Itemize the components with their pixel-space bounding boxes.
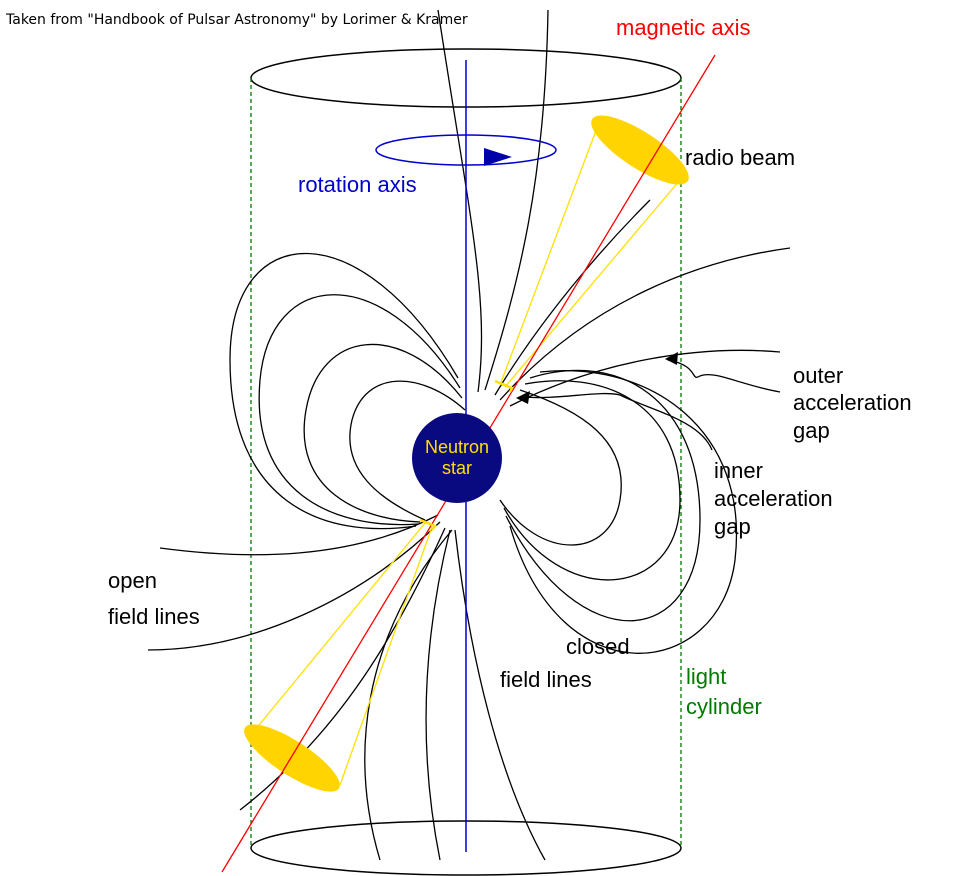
gap-pointers [516,352,781,451]
radio-beam-label: radio beam [685,145,795,170]
neutron-star: Neutron star [412,413,502,503]
rotation-axis-label: rotation axis [298,172,417,197]
star-label-line1: Neutron [425,437,489,457]
inner-gap-label-line3: gap [714,514,751,539]
inner-gap-label-line2: acceleration [714,486,833,511]
open-field-lines [147,9,791,861]
open-field-lines-label-line2: field lines [108,604,200,629]
inner-gap-arrow-icon [516,391,530,404]
magnetic-axis-label: magnetic axis [616,15,751,40]
polar-gaps [419,379,514,531]
light-cylinder-label-line2: cylinder [686,694,762,719]
closed-field-lines [229,252,738,654]
outer-gap-label-line1: outer [793,363,843,388]
source-credit: Taken from "Handbook of Pulsar Astronomy… [5,12,468,28]
inner-gap-label-line1: inner [714,458,763,483]
light-cylinder-label-line1: light [686,664,726,689]
star-label-line2: star [442,458,472,478]
rotation-arrow-icon [484,148,512,166]
neutron-star-disc [412,413,502,503]
closed-field-lines-label-line2: field lines [500,667,592,692]
outer-gap-arrow-icon [665,352,678,365]
radio-beams [244,115,689,792]
outer-gap-label-line2: acceleration [793,390,912,415]
open-field-lines-label-line1: open [108,568,157,593]
outer-gap-label-line3: gap [793,418,830,443]
closed-field-lines-label-line1: closed [566,634,630,659]
rotation-ellipse [375,134,557,166]
radio-beam-top [591,115,689,185]
radio-beam-bottom [244,724,340,792]
